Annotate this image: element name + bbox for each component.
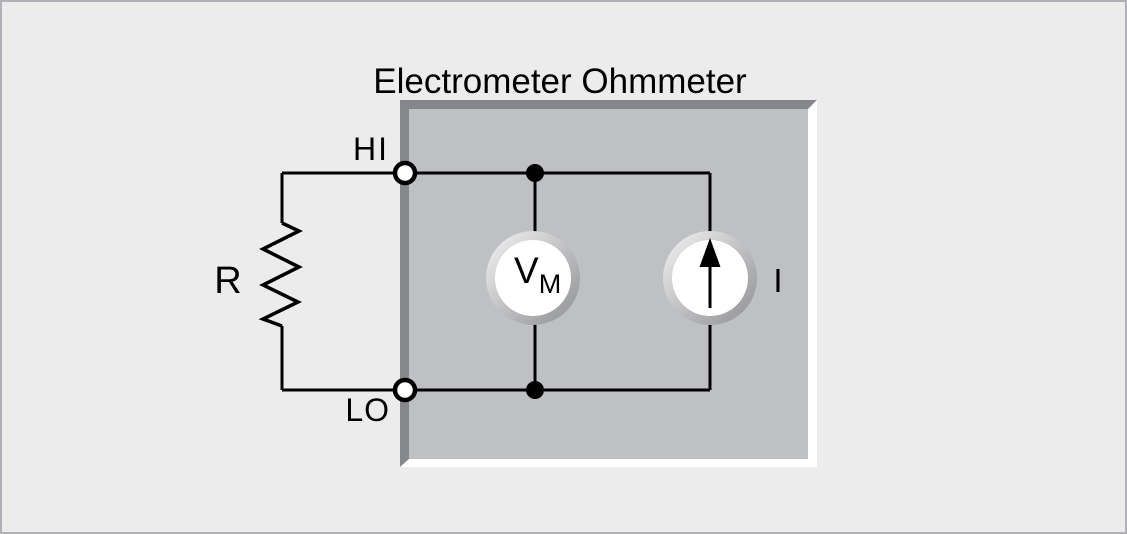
- current-arrow-head: [699, 238, 721, 267]
- voltmeter-label-subscript: M: [539, 269, 562, 299]
- voltmeter-face: [495, 240, 571, 316]
- diagram-title: Electrometer Ohmmeter: [373, 62, 747, 101]
- voltmeter-label-main: V: [514, 250, 539, 291]
- current-source-label: I: [773, 262, 782, 299]
- hi-terminal-label: HI: [353, 131, 389, 167]
- resistor-zigzag: [258, 221, 304, 328]
- lo-terminal-label: LO: [345, 392, 390, 428]
- lo-terminal: [392, 377, 418, 403]
- voltmeter-label: VM: [514, 250, 561, 299]
- hi-terminal: [392, 160, 418, 186]
- junction-dot-bottom: [526, 381, 544, 399]
- junction-dot-top: [526, 164, 544, 182]
- resistor-label: R: [214, 260, 241, 302]
